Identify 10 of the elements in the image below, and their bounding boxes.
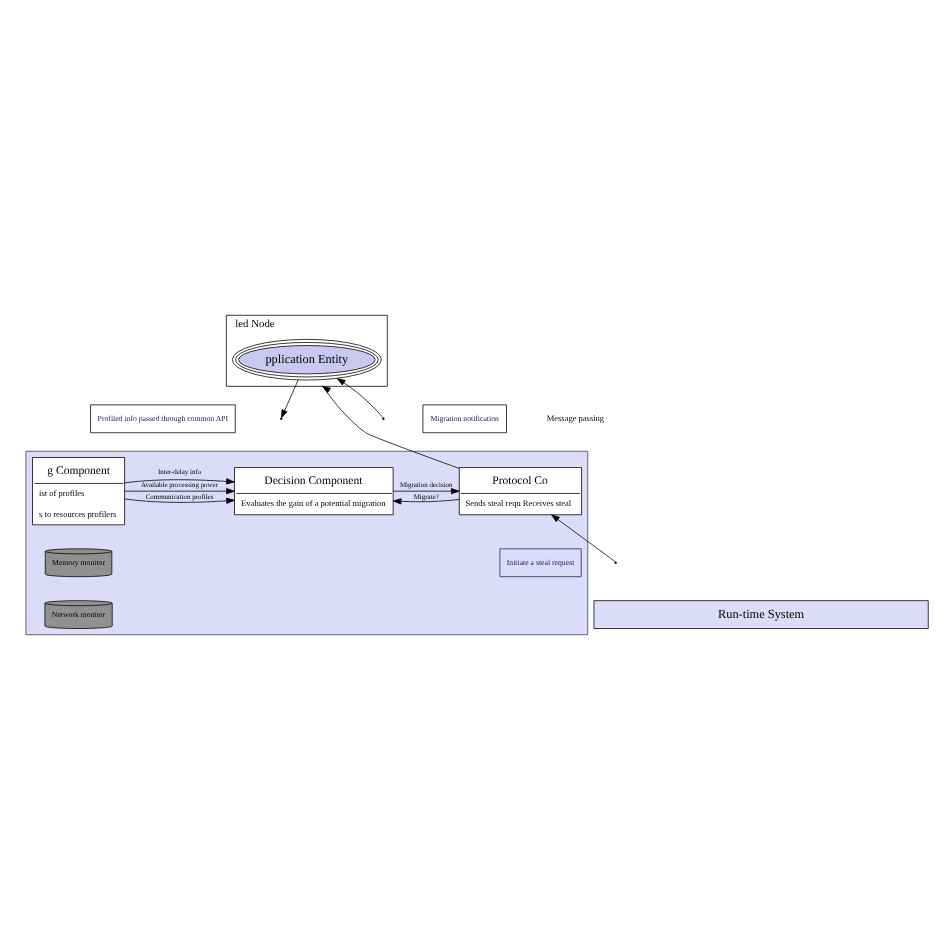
arrow [124,477,235,484]
arrow [124,496,235,503]
arrow [551,513,616,562]
arrow [322,384,460,468]
cluster [25,449,589,635]
arrow [392,497,460,504]
arrow [281,378,299,418]
arrow [393,487,460,494]
arrow [336,377,384,418]
arrow [124,487,235,494]
